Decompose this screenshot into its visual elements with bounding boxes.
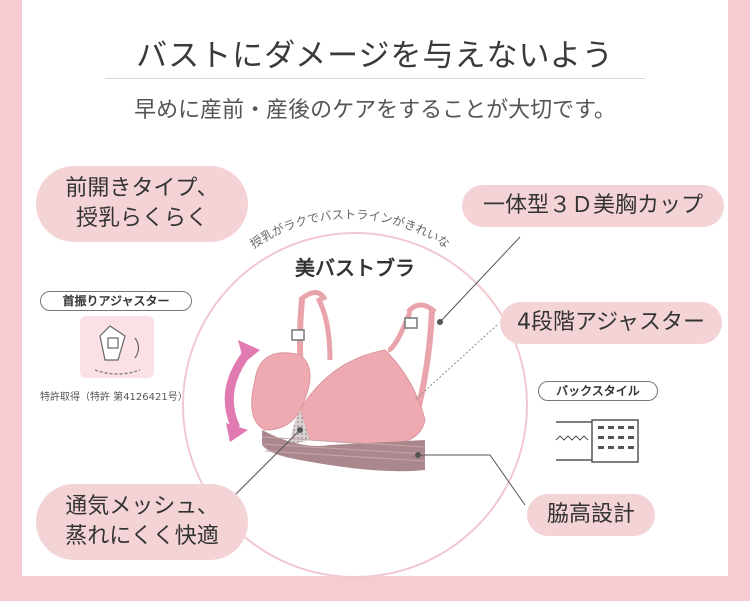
feature-cup: 一体型３Ｄ美胸カップ — [462, 185, 724, 227]
product-name: 美バストブラ — [295, 256, 415, 280]
strap-adjuster-right — [404, 317, 418, 329]
back-style-label: バックスタイル — [538, 381, 658, 401]
feature-cup-label: 一体型３Ｄ美胸カップ — [482, 193, 703, 219]
side-leader-line — [418, 454, 526, 506]
feature-adjuster: 4段階アジャスター — [500, 302, 722, 344]
feature-front-open: 前開きタイプ、 授乳らくらく — [36, 166, 248, 242]
feature-front-open-line2: 授乳らくらく — [75, 206, 208, 231]
feature-mesh: 通気メッシュ、 蒸れにくく快適 — [36, 484, 248, 560]
left-strap-back — [315, 296, 333, 361]
right-strap — [415, 309, 435, 411]
page-subtitle: 早めに産前・産後のケアをすることが大切です。 — [134, 98, 616, 123]
feature-side-label: 脇高設計 — [546, 502, 635, 528]
mesh-leader-line — [229, 429, 301, 501]
back-style-illustration — [555, 419, 648, 463]
strap-adjuster-left — [291, 329, 305, 341]
feature-side: 脇高設計 — [527, 494, 655, 536]
page-title: バストにダメージを与えないよう — [136, 38, 614, 74]
feature-front-open-line1: 前開きタイプ、 — [65, 176, 219, 202]
patent-text: 特許取得（特許 第4126421号） — [40, 392, 188, 403]
cup-leader-line — [439, 236, 521, 323]
adjuster-leader-line — [414, 324, 498, 401]
title-divider — [105, 78, 645, 79]
feature-mesh-line2: 蒸れにくく快適 — [65, 524, 219, 549]
feature-adjuster-label: 4段階アジャスター — [516, 310, 706, 336]
feature-mesh-line1: 通気メッシュ、 — [65, 494, 219, 520]
lift-arrow — [224, 349, 252, 430]
underband — [262, 430, 425, 472]
neck-adjuster-label: 首振りアジャスター — [40, 291, 192, 311]
